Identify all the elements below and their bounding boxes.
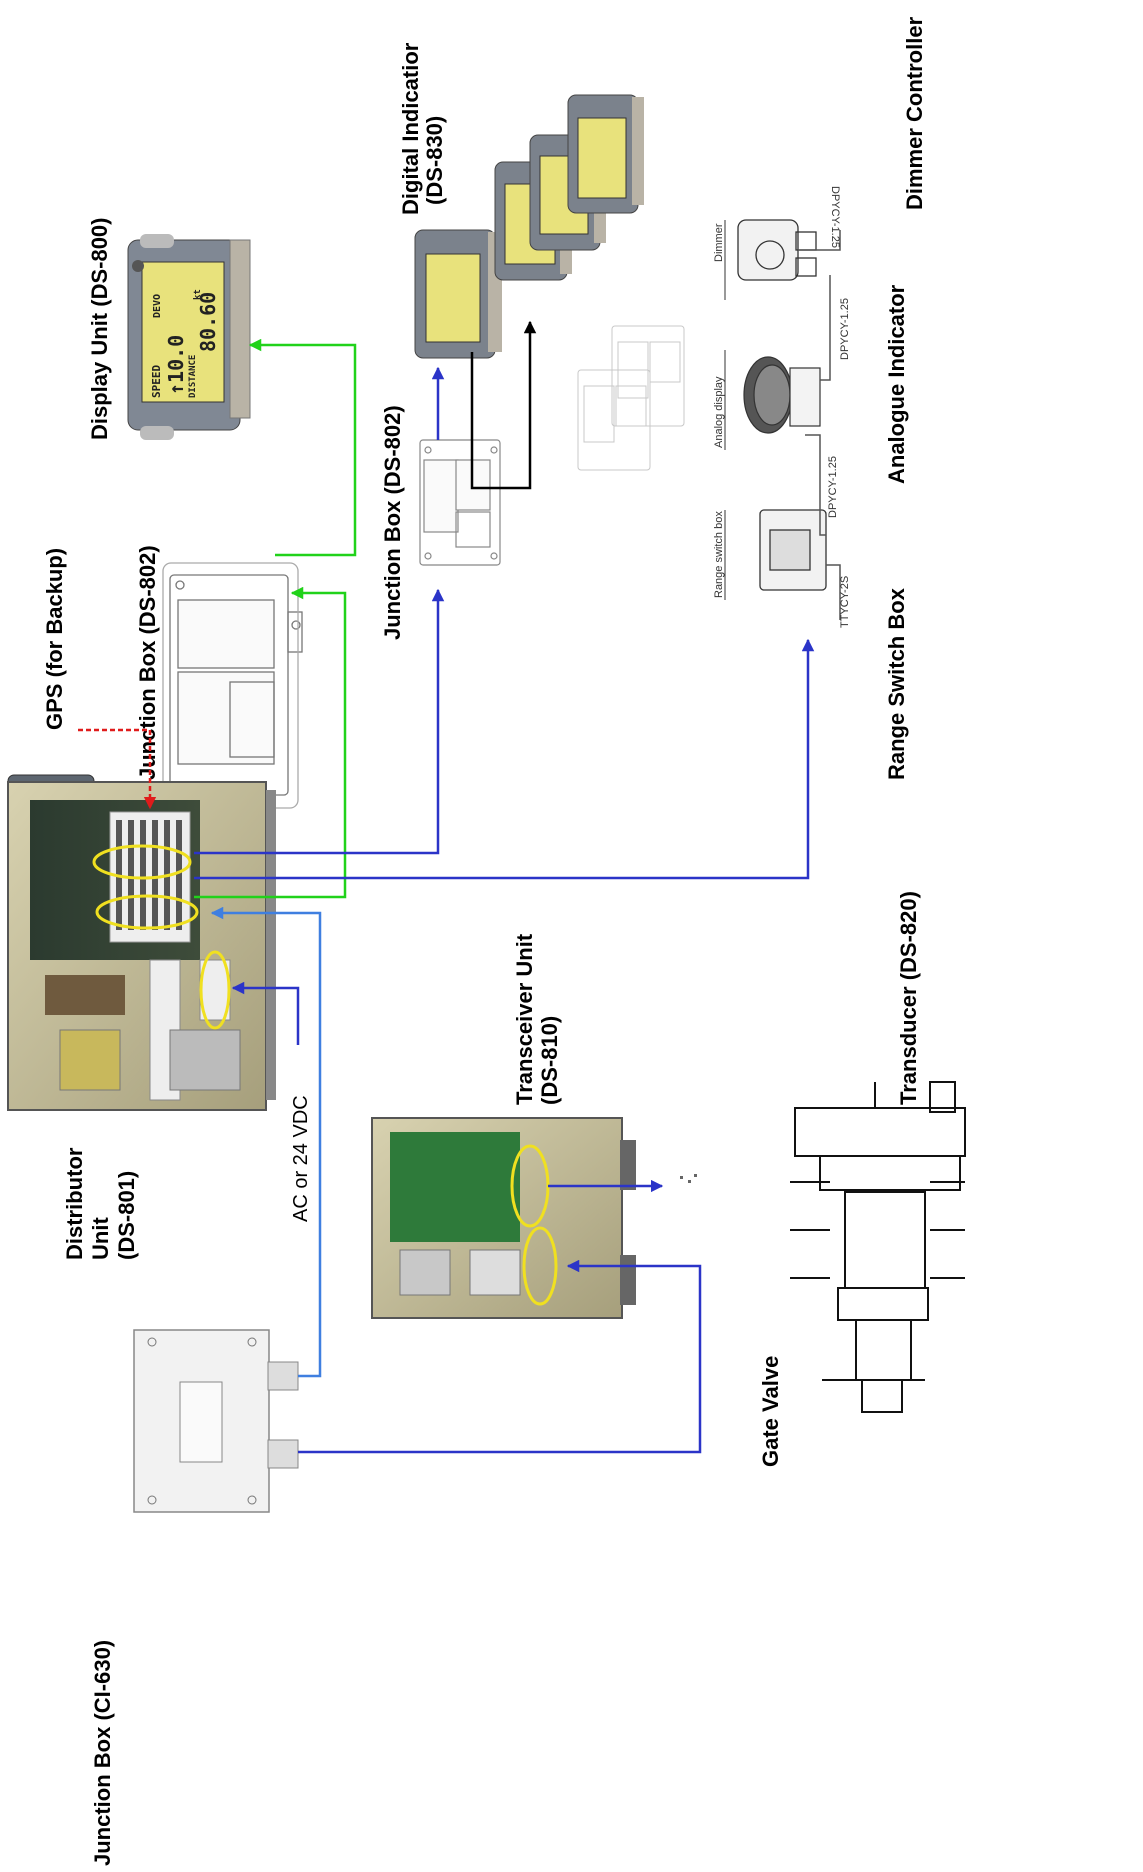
transceiver-unit bbox=[372, 1118, 636, 1318]
display-unit-label: Display Unit (DS-800) bbox=[87, 218, 112, 441]
analog-display bbox=[744, 357, 820, 433]
power-supply-label: AC or 24 VDC bbox=[290, 1095, 312, 1222]
distributor-unit bbox=[8, 782, 276, 1110]
range-switch-box-label: Range Switch Box bbox=[884, 587, 909, 780]
range-switch-box bbox=[760, 510, 826, 590]
transducer-drawing bbox=[790, 1082, 965, 1412]
gate-valve-label: Gate Valve bbox=[758, 1356, 783, 1467]
distributor-label-1: Distributor bbox=[62, 1147, 87, 1260]
junction-box-ds802-b-label: Junction Box (DS-802) bbox=[380, 405, 405, 640]
display-unit bbox=[128, 234, 250, 440]
junction-box-faded-1 bbox=[578, 370, 650, 470]
junction-box-ds802-b bbox=[420, 440, 500, 565]
blue-link-range bbox=[194, 640, 808, 878]
cable-label-low: DPYCY-1.25 bbox=[827, 456, 839, 518]
lcd-speed-value: ↑10.0 bbox=[164, 335, 188, 395]
transducer-label: Transducer (DS-820) bbox=[896, 891, 921, 1105]
cable-label-mid: DPYCY-1.25 bbox=[839, 298, 851, 360]
digital-indicator-label-2: (DS-830) bbox=[422, 116, 447, 205]
transceiver-label-2: (DS-810) bbox=[537, 1016, 562, 1105]
gps-label: GPS (for Backup) bbox=[42, 548, 67, 730]
lcd-unit: kt bbox=[193, 289, 203, 300]
lcd-distance-label: DISTANCE bbox=[188, 355, 198, 398]
dimmer-controller-label: Dimmer Controller bbox=[902, 16, 927, 210]
analog-display-small-label: Analog display bbox=[713, 376, 725, 448]
lcd-mode: DEVO bbox=[152, 294, 163, 318]
junction-box-ds802-a-label: Junction Box (DS-802) bbox=[135, 545, 160, 780]
digital-indicator-1 bbox=[415, 230, 502, 358]
digital-indicator-4 bbox=[568, 95, 644, 213]
lcd-speed-label: SPEED bbox=[150, 365, 163, 398]
cable-label-ttycy: TTYCY-2S bbox=[839, 576, 851, 628]
dimmer-small-label: Dimmer bbox=[713, 223, 725, 262]
distributor-label-3: (DS-801) bbox=[114, 1171, 139, 1260]
transceiver-label-1: Transceiver Unit bbox=[512, 933, 537, 1105]
junction-box-faded-2 bbox=[612, 326, 684, 426]
green-link-display bbox=[250, 345, 355, 555]
distributor-label-2: Unit bbox=[88, 1217, 113, 1260]
digital-indicator-label-1: Digital Indicatior bbox=[398, 42, 423, 215]
range-switch-small-label: Range switch box bbox=[713, 511, 725, 598]
transducer-sensor-hint bbox=[680, 1174, 697, 1183]
junction-box-ds802-a bbox=[163, 563, 302, 808]
junction-box-ci630-label: Junction Box (CI-630) bbox=[90, 1640, 115, 1866]
junction-box-ci630 bbox=[134, 1330, 298, 1512]
cable-label-top: DPYCY-1.25 bbox=[829, 186, 841, 248]
analogue-indicator-label: Analogue Indicator bbox=[884, 284, 909, 484]
